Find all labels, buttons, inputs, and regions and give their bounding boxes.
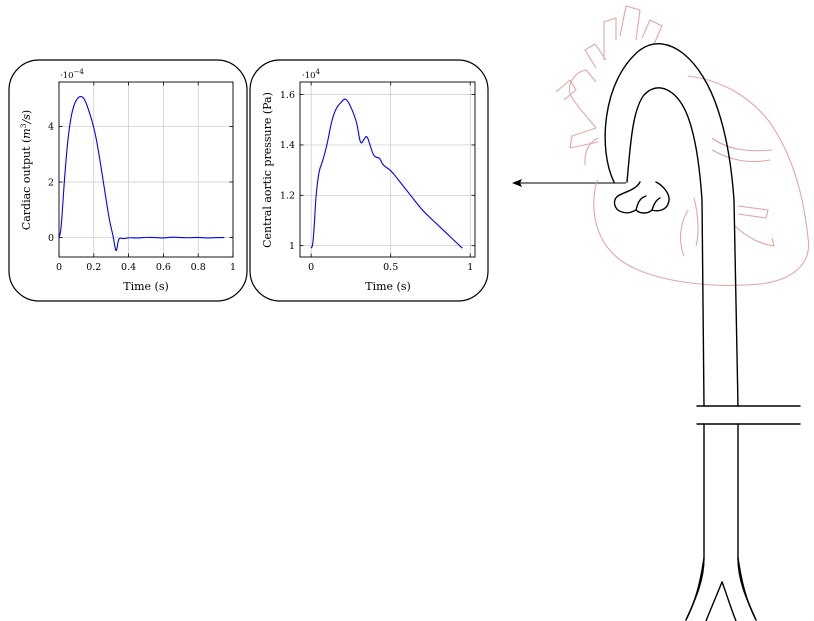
cardiac-output-curve — [58, 95, 225, 252]
common-iliac-outer-left — [685, 557, 705, 621]
aortic-arch-outer — [604, 43, 739, 407]
plot1-gridlines — [59, 82, 233, 257]
heart-upper-left-outline — [568, 69, 599, 166]
y-tick-label: 1 — [289, 241, 295, 252]
plot1-x-axis-label: Time (s) — [123, 280, 169, 293]
heart-vessels-right — [711, 137, 775, 247]
y-tick-label: 0 — [48, 233, 54, 244]
aortic-root-cusp — [635, 195, 661, 211]
arrow-head — [512, 179, 522, 187]
cardiac-output-panel: 0 0.2 0.4 0.6 0.8 1 0 2 4 ·10−4 Time (s) Cardiac… — [8, 59, 248, 302]
x-tick-label: 0 — [56, 262, 62, 273]
plot1-y-axis-label: Cardiac output (m3/s) — [19, 110, 33, 230]
plot2-ticks: 0 0.5 1 1 1.2 1.4 1.6 — [280, 82, 475, 273]
plot1-multiplier: ·10−4 — [60, 68, 84, 81]
plot2-y-axis-label: Central aortic pressure (Pa) — [261, 92, 274, 248]
y-tick-label: 1.6 — [280, 90, 295, 101]
aorta-illustration — [604, 43, 801, 621]
aortic-pressure-panel: 0 0.5 1 1 1.2 1.4 1.6 ·104 Time (s) Central ao… — [249, 59, 489, 302]
heart-vessels-left — [555, 79, 599, 149]
x-tick-label: 0 — [308, 262, 314, 273]
plot2-axes-box — [299, 81, 476, 258]
y-tick-label: 4 — [48, 122, 54, 133]
descending-aorta-left-wall — [685, 423, 705, 621]
y-tick-label: 2 — [48, 177, 54, 188]
plot1-ticks: 0 0.2 0.4 0.6 0.8 1 0 2 4 — [48, 82, 236, 273]
bifurcation-left — [705, 581, 723, 621]
bifurcation-right — [721, 581, 737, 621]
heart-illustration — [555, 5, 810, 286]
x-tick-label: 0.4 — [121, 262, 136, 273]
descending-aorta-right-wall — [737, 423, 757, 621]
plot2-multiplier: ·104 — [302, 68, 321, 81]
plot2-x-axis-label: Time (s) — [365, 280, 411, 293]
pointer-arrow — [512, 179, 626, 187]
panel-frame-left — [8, 59, 248, 302]
x-tick-label: 0.6 — [156, 262, 171, 273]
x-tick-label: 0.5 — [383, 262, 398, 273]
y-tick-label: 1.4 — [280, 140, 295, 151]
heart-body-outline — [593, 75, 810, 286]
x-tick-label: 0.2 — [86, 262, 101, 273]
heart-vessels-top — [584, 5, 663, 69]
x-tick-label: 0.8 — [191, 262, 206, 273]
common-iliac-outer-right — [737, 557, 757, 621]
aortic-arch-inner — [626, 87, 705, 407]
plot1-axes-box — [58, 81, 234, 258]
aortic-pressure-curve — [310, 98, 463, 249]
x-tick-label: 1 — [467, 262, 473, 273]
x-tick-label: 1 — [230, 262, 236, 273]
heart-vessels-branch — [679, 197, 699, 257]
panel-frame-right — [249, 59, 489, 302]
plot2-gridlines — [300, 82, 475, 257]
y-tick-label: 1.2 — [280, 191, 295, 202]
